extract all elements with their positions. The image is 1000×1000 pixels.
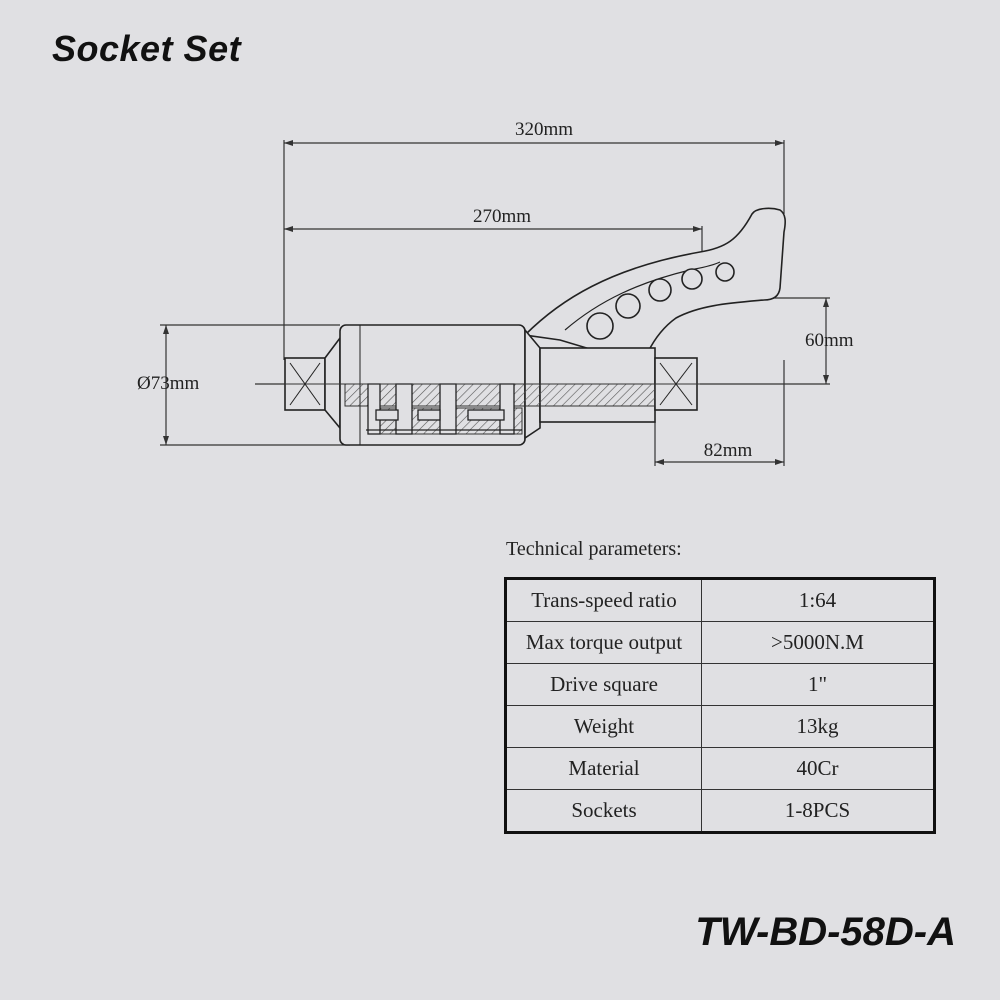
arrowhead (163, 325, 169, 334)
dim-label-body-length: 270mm (473, 206, 531, 227)
param-value: 1-8PCS (701, 789, 935, 833)
input-flange (324, 335, 341, 431)
gear-tooth (375, 409, 399, 421)
dim-label-diameter: Ø73mm (137, 373, 200, 394)
arrowhead (823, 375, 829, 384)
gear-tooth (417, 409, 441, 421)
arrowhead (775, 140, 784, 146)
param-value: 13kg (701, 705, 935, 748)
reaction-arm-contour (564, 261, 721, 331)
dim-label-output-length: 82mm (704, 440, 753, 461)
page-title: Socket Set (52, 28, 242, 69)
arrowhead (163, 436, 169, 445)
param-label: Drive square (505, 663, 702, 706)
table-row: Sockets 1-8PCS (505, 789, 935, 833)
param-value: >5000N.M (701, 621, 935, 664)
param-label: Weight (505, 705, 702, 748)
param-label: Max torque output (505, 621, 702, 664)
table-row: Material 40Cr (505, 747, 935, 790)
table-row: Trans-speed ratio 1:64 (505, 578, 935, 622)
param-label: Material (505, 747, 702, 790)
planet-gear (439, 383, 457, 435)
model-code: TW-BD-58D-A (695, 910, 956, 954)
arrowhead (693, 226, 702, 232)
arm-hole (715, 262, 735, 282)
arm-hole (648, 278, 672, 302)
param-value: 1:64 (701, 578, 935, 622)
params-table: Trans-speed ratio 1:64 Max torque output… (504, 577, 936, 834)
arrowhead (655, 459, 664, 465)
arrowhead (823, 298, 829, 307)
arrowhead (775, 459, 784, 465)
params-title: Technical parameters: (506, 538, 682, 560)
dim-label-height: 60mm (805, 330, 854, 351)
planet-gear (395, 383, 413, 435)
planet-gear (367, 383, 381, 435)
table-row: Weight 13kg (505, 705, 935, 748)
param-value: 1" (701, 663, 935, 706)
table-row: Drive square 1" (505, 663, 935, 706)
arrowhead (284, 140, 293, 146)
technical-drawing: 320mm 270mm Ø73mm 60mm 82mm (137, 119, 854, 466)
arm-hole (681, 268, 703, 290)
arrowhead (284, 226, 293, 232)
param-value: 40Cr (701, 747, 935, 790)
param-label: Trans-speed ratio (505, 578, 702, 622)
param-label: Sockets (505, 789, 702, 833)
arm-hole (615, 293, 641, 319)
gear-tooth (467, 409, 505, 421)
planet-gear (499, 383, 515, 435)
table-row: Max torque output >5000N.M (505, 621, 935, 664)
arm-hole (586, 312, 614, 340)
dim-label-overall-length: 320mm (515, 119, 573, 140)
